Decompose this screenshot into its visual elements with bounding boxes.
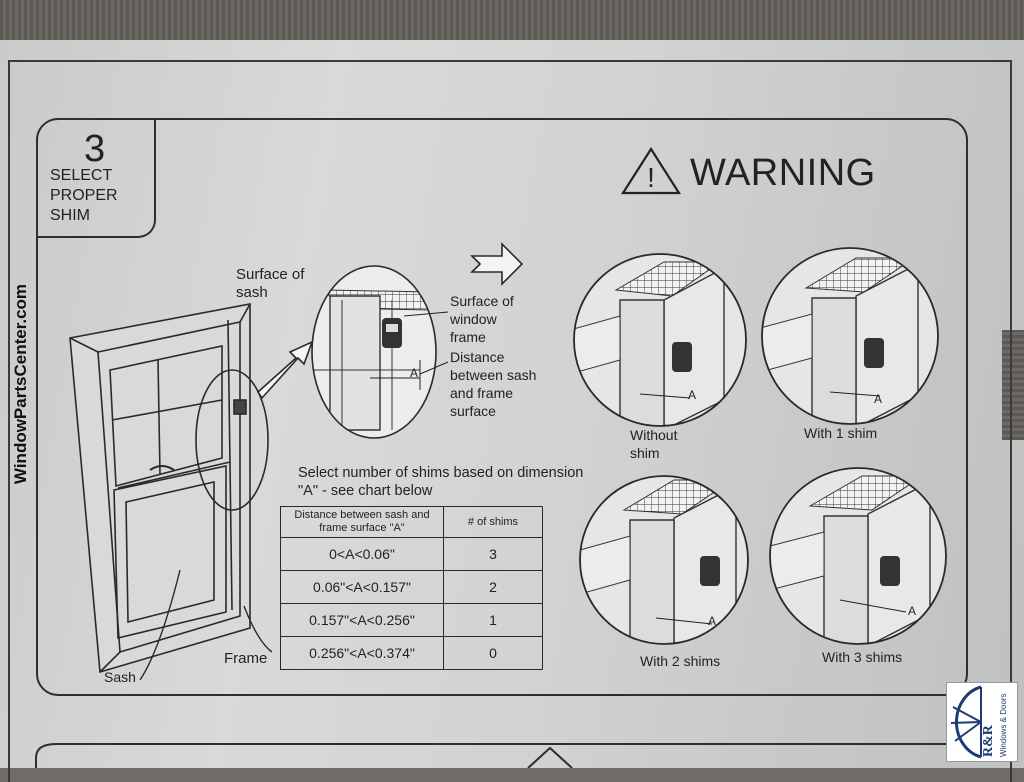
sheet-border (8, 60, 1012, 782)
table-header-row: Distance between sash and frame surface … (280, 506, 543, 538)
label-line: between sash (450, 367, 537, 383)
zoom-detail (312, 266, 436, 438)
step-title-line: SELECT (50, 167, 113, 184)
instruction-line: "A" - see chart below (298, 483, 433, 499)
table-row: 0.157"<A<0.256" 1 (280, 603, 543, 637)
label-dimension-a: A (410, 366, 419, 380)
table-cell-shims: 0 (443, 636, 543, 670)
table-row: 0<A<0.06" 3 (280, 537, 543, 571)
table-cell-distance: 0.06"<A<0.157" (280, 570, 444, 604)
table-row: 0.256"<A<0.374" 0 (280, 636, 543, 670)
label-line: sash (236, 284, 268, 301)
step-number: 3 (84, 128, 106, 170)
caption-with-2-shims: With 2 shims (640, 653, 721, 669)
label-dimension-a: A (708, 614, 717, 628)
logo-initials: R&R (981, 725, 996, 757)
instruction-line: Select number of shims based on dimensio… (298, 465, 584, 481)
window-logo-icon (950, 685, 982, 759)
table-header-distance: Distance between sash and frame surface … (280, 506, 444, 538)
diagram-with-2-shims (579, 475, 749, 645)
table-cell-distance: 0.256"<A<0.374" (280, 636, 444, 670)
instruction-text: Select number of shims based on dimensio… (298, 464, 583, 500)
window-drawing (69, 303, 251, 674)
label-sash: Sash (104, 669, 136, 685)
label-dimension-a: A (908, 604, 917, 618)
label-line: Distance (450, 349, 505, 365)
label-line: surface (450, 403, 496, 419)
step-box (38, 120, 156, 238)
table-cell-distance: 0.157"<A<0.256" (280, 603, 444, 637)
carpet-background-right (1002, 330, 1024, 440)
diagram-with-1-shim (761, 247, 939, 425)
diagram-without-shim (573, 253, 747, 427)
diagram-with-3-shims (769, 467, 947, 645)
next-arrow-icon (470, 242, 524, 286)
shim-table: Distance between sash and frame surface … (280, 506, 543, 670)
step-panel (36, 118, 968, 696)
caption-with-1-shim: With 1 shim (804, 425, 878, 441)
label-frame: Frame (224, 650, 268, 667)
zoom-arrow-icon (256, 340, 314, 400)
rr-logo: R&R Windows & Doors (946, 682, 1018, 762)
table-cell-distance: 0<A<0.06" (280, 537, 444, 571)
zoom-ellipse (195, 369, 269, 511)
label-line: and frame (450, 385, 514, 401)
step-title-line: SHIM (50, 207, 90, 224)
label-line: frame (450, 329, 486, 345)
step-title: SELECT PROPER SHIM (50, 166, 118, 226)
label-line: Surface of (450, 293, 514, 309)
table-cell-shims: 2 (443, 570, 543, 604)
table-cell-shims: 1 (443, 603, 543, 637)
table-cell-shims: 3 (443, 537, 543, 571)
label-line: Surface of (236, 266, 305, 283)
step-title-line: PROPER (50, 187, 118, 204)
table-row: 0.06"<A<0.157" 2 (280, 570, 543, 604)
warning-triangle-icon: ! (620, 146, 682, 195)
caption-without-shim: Without shim (630, 427, 678, 461)
label-line: window (450, 311, 497, 327)
svg-text:!: ! (647, 162, 655, 193)
label-dimension-a: A (688, 388, 697, 402)
label-dimension-a: A (874, 392, 883, 406)
label-surface-of-window-frame: Surface of window frame (450, 292, 514, 346)
caption-with-3-shims: With 3 shims (822, 649, 903, 665)
label-surface-of-sash: Surface of sash (236, 266, 304, 302)
logo-tagline: Windows & Doors (999, 693, 1008, 757)
carpet-background (0, 0, 1024, 40)
table-header-shims: # of shims (443, 506, 543, 538)
label-distance-between: Distance between sash and frame surface (450, 348, 536, 420)
warning-heading: WARNING (690, 152, 876, 194)
